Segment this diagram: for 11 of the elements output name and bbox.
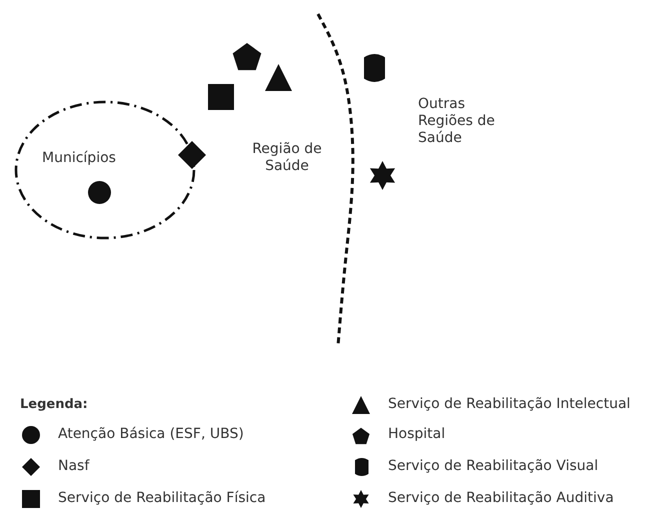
legend-label: Serviço de Reabilitação Intelectual — [388, 396, 630, 413]
region-label: Municípios — [42, 150, 116, 167]
legend-label: Serviço de Reabilitação Auditiva — [388, 490, 614, 507]
region-label: Outras Regiões de Saúde — [418, 96, 496, 147]
region-label: Região de Saúde — [251, 141, 323, 175]
legend-label: Atenção Básica (ESF, UBS) — [58, 426, 244, 443]
legend-label: Serviço de Reabilitação Física — [58, 490, 266, 507]
legend-title: Legenda: — [20, 396, 88, 413]
legend-label: Nasf — [58, 458, 90, 475]
legend-label: Serviço de Reabilitação Visual — [388, 458, 598, 475]
legend-label: Hospital — [388, 426, 446, 443]
